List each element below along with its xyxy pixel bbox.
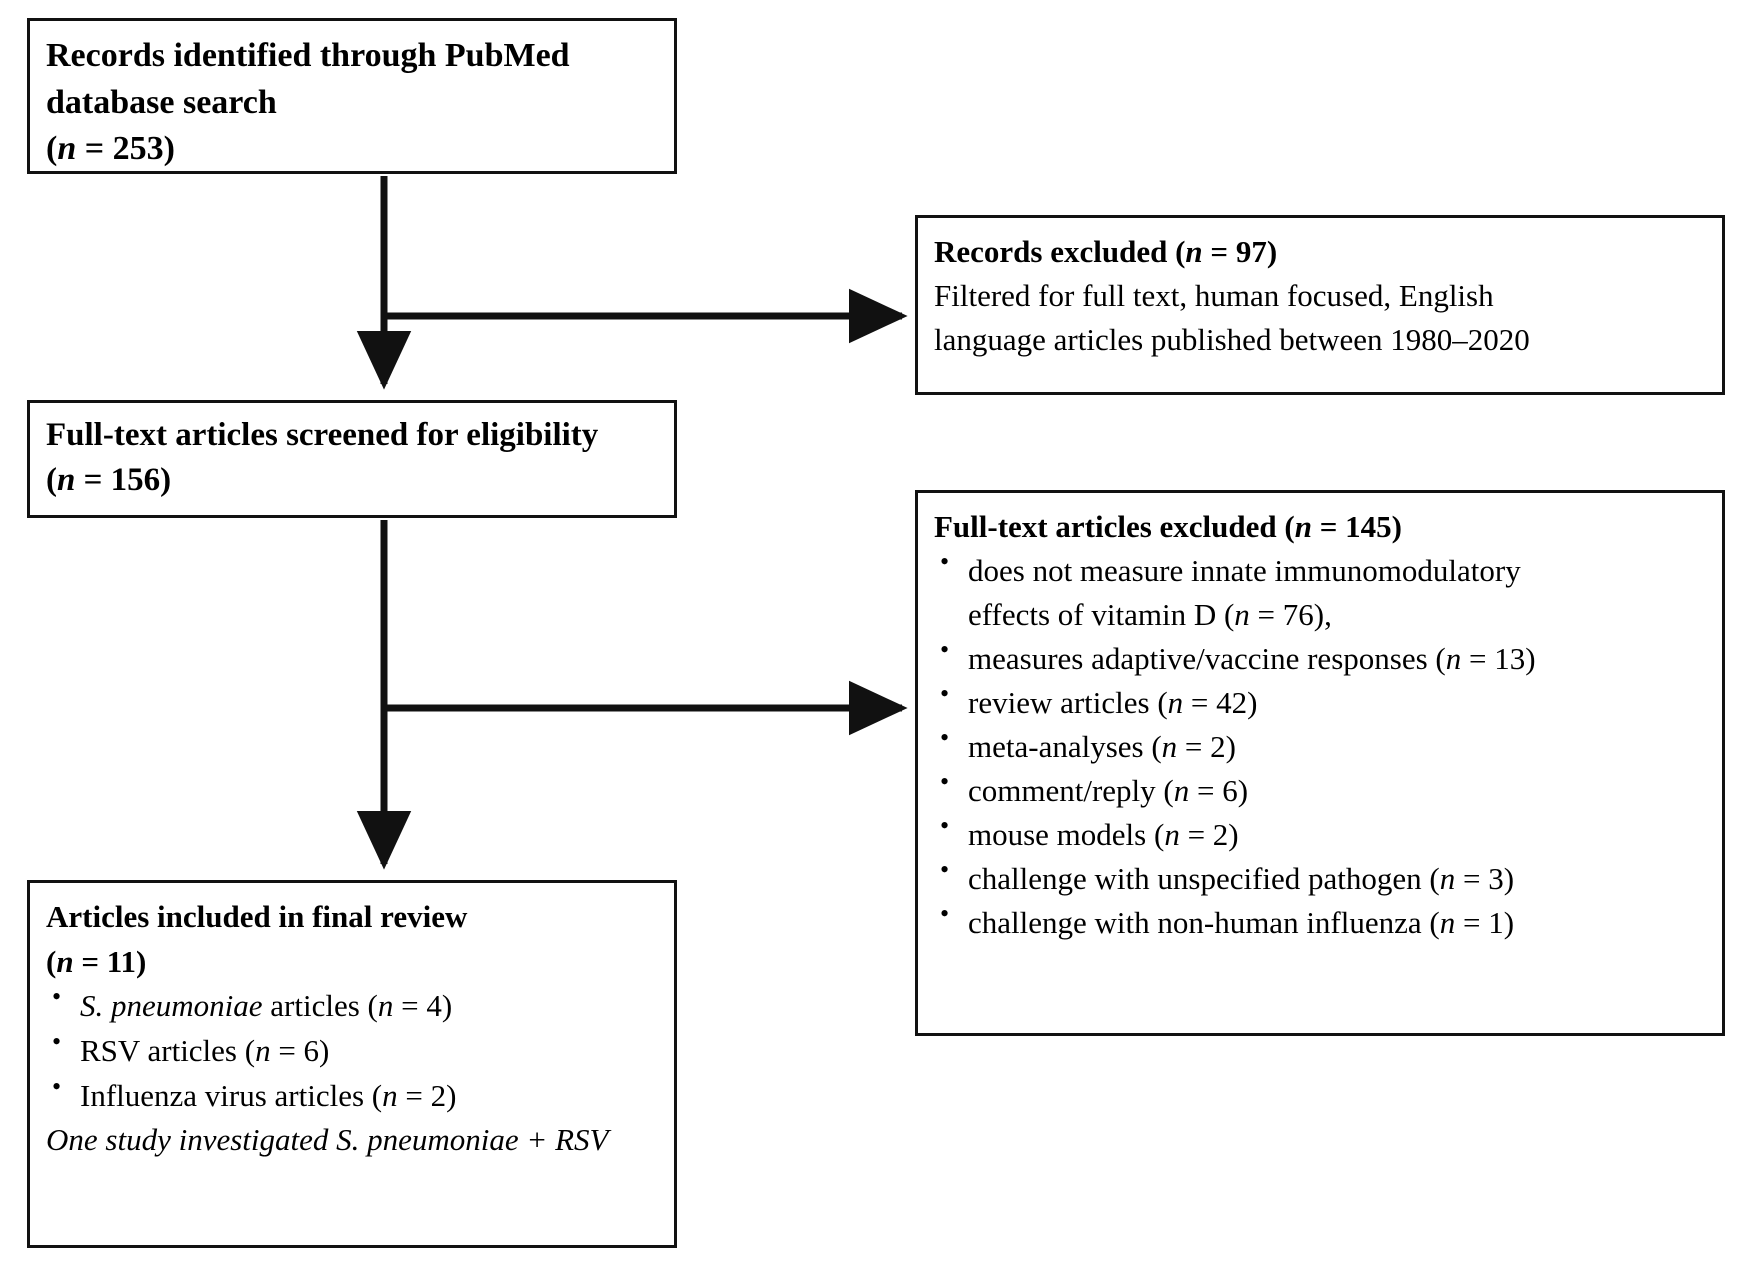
fulltext-excluded-header: Full-text articles excluded (n = 145) <box>934 505 1706 549</box>
list-item: • comment/reply (n = 6) <box>934 767 1706 813</box>
fulltext-excluded-item-2: review articles (n = 42) <box>968 681 1706 725</box>
box-records-identified: Records identified through PubMed databa… <box>27 18 677 174</box>
box-records-excluded: Records excluded (n = 97) Filtered for f… <box>915 215 1725 395</box>
list-item: • S. pneumoniae articles (n = 4) <box>46 982 658 1029</box>
fulltext-excluded-item-3-text: meta-analyses ( <box>968 729 1162 765</box>
fulltext-excluded-item-3-value: = 2) <box>1177 729 1236 765</box>
bullet-icon: • <box>940 679 950 709</box>
fulltext-screened-line1: Full-text articles screened for eligibil… <box>46 417 599 453</box>
fulltext-excluded-item-5: mouse models (n = 2) <box>968 813 1706 857</box>
fulltext-excluded-value: = 145) <box>1311 509 1402 544</box>
articles-included-value: = 11) <box>73 943 147 979</box>
articles-included-item-1: RSV articles (n = 6) <box>80 1029 658 1074</box>
box-fulltext-screened: Full-text articles screened for eligibil… <box>27 400 677 518</box>
box-articles-included: Articles included in final review (n = 1… <box>27 880 677 1248</box>
articles-included-item-0-species: S. pneumoniae <box>80 988 263 1024</box>
fulltext-screened-value: = 156) <box>75 462 172 499</box>
bullet-icon: • <box>940 899 950 929</box>
records-identified-line1: Records identified through PubMed <box>46 37 570 74</box>
fulltext-excluded-item-3: meta-analyses (n = 2) <box>968 725 1706 769</box>
records-excluded-header: Records excluded (n = 97) <box>934 230 1706 274</box>
bullet-icon: • <box>940 635 950 665</box>
bullet-icon: • <box>52 1026 62 1056</box>
fulltext-excluded-item-4: comment/reply (n = 6) <box>968 769 1706 813</box>
fulltext-excluded-item-5-value: = 2) <box>1179 817 1239 853</box>
records-identified-value: = 253) <box>76 130 175 168</box>
fulltext-excluded-item-1-text: measures adaptive/vaccine responses ( <box>968 641 1446 677</box>
articles-included-item-0-text: articles ( <box>262 988 378 1024</box>
fulltext-excluded-n: n <box>1294 509 1312 544</box>
bullet-icon: • <box>940 723 950 753</box>
fulltext-excluded-item-0-n: n <box>1234 597 1250 633</box>
fulltext-excluded-header-text: Full-text articles excluded ( <box>934 509 1295 544</box>
articles-included-item-2-text: Influenza virus articles ( <box>80 1077 383 1113</box>
fulltext-excluded-item-6: challenge with unspecified pathogen (n =… <box>968 857 1706 901</box>
fulltext-excluded-item-2-value: = 42) <box>1183 685 1258 721</box>
fulltext-screened-n: n <box>57 462 76 499</box>
fulltext-excluded-list: • does not measure innate immunomodulato… <box>934 547 1706 945</box>
fulltext-excluded-item-2-text: review articles ( <box>968 685 1168 721</box>
fulltext-excluded-item-0-line1: does not measure innate immunomodulatory <box>968 553 1521 589</box>
fulltext-excluded-item-7: challenge with non-human influenza (n = … <box>968 901 1706 945</box>
bullet-icon: • <box>52 1071 62 1101</box>
fulltext-excluded-item-1-value: = 13) <box>1461 641 1536 677</box>
bullet-icon: • <box>940 811 950 841</box>
articles-included-footnote: One study investigated S. pneumoniae + R… <box>46 1122 609 1158</box>
fulltext-excluded-item-7-value: = 1) <box>1455 905 1515 941</box>
fulltext-excluded-item-7-n: n <box>1439 905 1456 941</box>
records-excluded-header-text: Records excluded ( <box>934 234 1186 269</box>
fulltext-excluded-item-7-text: challenge with non-human influenza ( <box>968 905 1440 941</box>
articles-included-n: n <box>56 943 74 979</box>
records-excluded-body-line2: language articles published between 1980… <box>934 322 1530 358</box>
list-item: • meta-analyses (n = 2) <box>934 723 1706 769</box>
articles-included-item-0-n: n <box>377 988 394 1024</box>
articles-included-count: (n = 11) <box>46 943 147 979</box>
articles-included-item-1-value: = 6) <box>270 1032 330 1068</box>
list-item: • mouse models (n = 2) <box>934 811 1706 857</box>
records-identified-count: (n = 253) <box>46 130 175 168</box>
fulltext-excluded-item-5-text: mouse models ( <box>968 817 1165 853</box>
list-item: • review articles (n = 42) <box>934 679 1706 725</box>
articles-included-item-2: Influenza virus articles (n = 2) <box>80 1074 658 1119</box>
fulltext-excluded-item-0-value: = 76), <box>1249 597 1332 633</box>
fulltext-excluded-item-1-n: n <box>1445 641 1462 677</box>
records-excluded-value: = 97) <box>1202 234 1278 269</box>
fulltext-excluded-item-2-n: n <box>1167 685 1184 721</box>
fulltext-excluded-item-6-text: challenge with unspecified pathogen ( <box>968 861 1440 897</box>
fulltext-excluded-item-5-n: n <box>1164 817 1180 853</box>
list-item: • Influenza virus articles (n = 2) <box>46 1071 658 1119</box>
bullet-icon: • <box>52 982 62 1012</box>
articles-included-item-0: S. pneumoniae articles (n = 4) <box>80 984 658 1029</box>
fulltext-excluded-item-4-n: n <box>1173 773 1190 809</box>
records-excluded-n: n <box>1185 234 1203 269</box>
articles-included-item-1-text: RSV articles ( <box>80 1032 256 1068</box>
fulltext-excluded-item-3-n: n <box>1161 729 1178 765</box>
fulltext-excluded-item-0-line2-text: effects of vitamin D ( <box>968 597 1235 633</box>
articles-included-item-2-value: = 2) <box>397 1077 457 1113</box>
articles-included-list: • S. pneumoniae articles (n = 4) • RSV a… <box>46 982 658 1119</box>
fulltext-excluded-item-6-n: n <box>1439 861 1456 897</box>
records-identified-line2: database search <box>46 83 277 121</box>
list-item: • challenge with non-human influenza (n … <box>934 899 1706 945</box>
bullet-icon: • <box>940 855 950 885</box>
articles-included-item-2-n: n <box>382 1077 398 1113</box>
records-identified-n: n <box>57 130 77 168</box>
list-item: • challenge with unspecified pathogen (n… <box>934 855 1706 901</box>
fulltext-screened-count: (n = 156) <box>46 462 172 499</box>
list-item: • does not measure innate immunomodulato… <box>934 547 1706 637</box>
articles-included-item-0-value: = 4) <box>393 988 453 1024</box>
bullet-icon: • <box>940 767 950 797</box>
box-fulltext-excluded: Full-text articles excluded (n = 145) • … <box>915 490 1725 1036</box>
articles-included-header: Articles included in final review <box>46 899 468 934</box>
list-item: • measures adaptive/vaccine responses (n… <box>934 635 1706 681</box>
articles-included-item-1-n: n <box>255 1032 271 1068</box>
records-excluded-body-line1: Filtered for full text, human focused, E… <box>934 278 1494 314</box>
fulltext-excluded-item-1: measures adaptive/vaccine responses (n =… <box>968 637 1706 681</box>
fulltext-excluded-item-4-value: = 6) <box>1189 773 1249 809</box>
list-item: • RSV articles (n = 6) <box>46 1026 658 1074</box>
fulltext-excluded-item-6-value: = 3) <box>1455 861 1515 897</box>
fulltext-excluded-item-0-line2: effects of vitamin D (n = 76), <box>968 593 1706 637</box>
bullet-icon: • <box>940 547 950 577</box>
fulltext-excluded-item-4-text: comment/reply ( <box>968 773 1174 809</box>
